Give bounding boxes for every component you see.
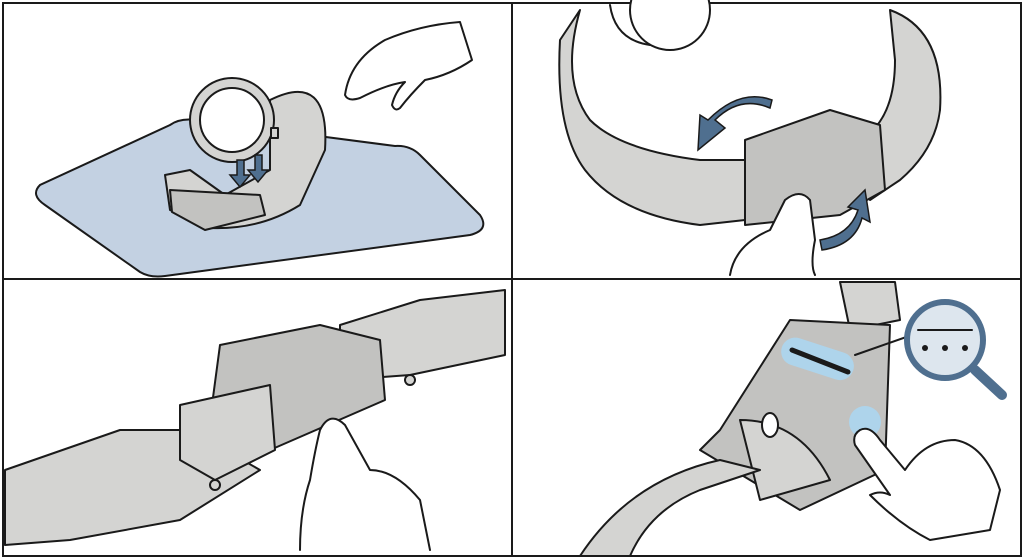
down-arrows-icon (228, 154, 270, 189)
rotate-arrows-icon (697, 96, 871, 251)
panel-2 (558, 0, 942, 276)
panel-1 (35, 21, 485, 278)
watch-icon (164, 77, 327, 231)
panel-4 (579, 281, 1007, 557)
clasp-icon (4, 289, 506, 546)
bracelet-icon (558, 0, 942, 226)
hand-icon (344, 21, 473, 111)
thumb-icon (729, 193, 816, 276)
spring-bar-icon (789, 347, 851, 375)
hole-highlight (849, 406, 881, 438)
hand-icon (299, 417, 431, 551)
panel-3 (4, 289, 506, 551)
magnifier-icon (904, 299, 1007, 400)
pointing-finger-icon (853, 427, 1001, 541)
